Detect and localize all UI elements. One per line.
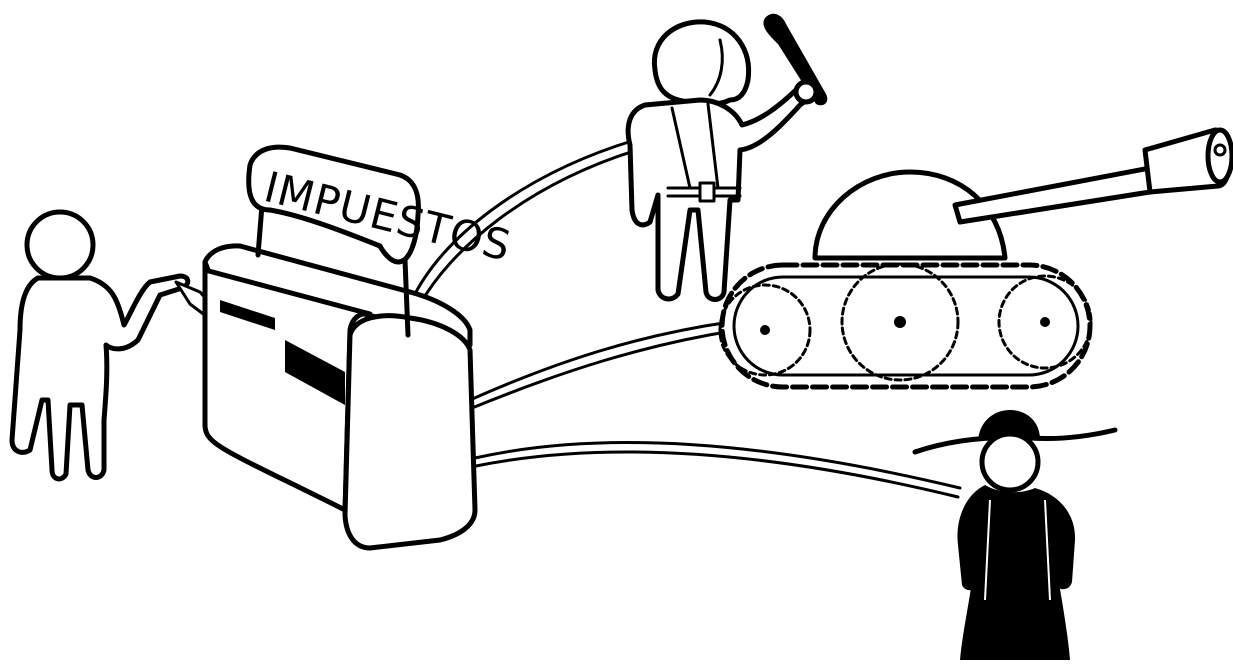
priest-figure <box>912 410 1118 660</box>
pipe-to-police <box>410 138 637 302</box>
tank-wheel-3 <box>997 274 1093 370</box>
tank-wheel-2 <box>840 262 960 382</box>
citizen-figure <box>9 209 216 482</box>
police-body <box>625 83 810 302</box>
police-buckle <box>698 181 716 203</box>
citizen-head <box>24 209 96 281</box>
machine-slot-right <box>285 340 345 405</box>
tank-turret <box>812 169 1008 261</box>
sign-post-left <box>255 202 265 258</box>
tank <box>718 127 1233 390</box>
machine-slot-left <box>220 300 275 330</box>
machine-side <box>342 313 478 551</box>
tank-barrel <box>952 165 1153 225</box>
pipes <box>410 138 962 499</box>
sign-board <box>246 144 421 265</box>
priest-head <box>979 431 1041 493</box>
tank-tread <box>719 262 1093 390</box>
machine-body <box>202 259 373 513</box>
pipe-to-priest <box>473 441 962 490</box>
tax-machine: IMPUESTOS <box>202 144 516 551</box>
police-figure <box>625 13 828 302</box>
priest-hat-crown <box>978 410 1040 440</box>
police-helmet <box>651 19 752 107</box>
citizen-body <box>9 273 191 482</box>
police-fist <box>793 79 819 105</box>
pipe-to-tank <box>468 320 732 402</box>
tank-wheel-1 <box>718 283 812 377</box>
priest-robe <box>957 485 1076 660</box>
tank-wheels <box>718 262 1093 382</box>
